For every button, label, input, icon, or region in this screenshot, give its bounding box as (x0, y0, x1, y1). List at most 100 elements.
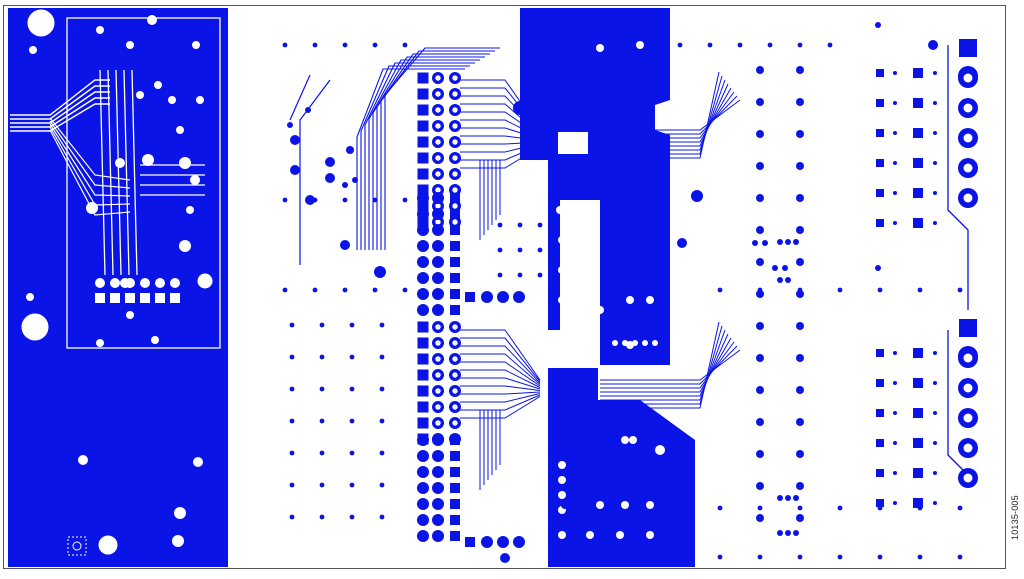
via (349, 482, 355, 488)
pour-clearance (179, 157, 191, 169)
trace (600, 99, 741, 131)
trace (600, 91, 735, 139)
pour-clearance-trace (49, 126, 131, 206)
pad-hole (435, 75, 441, 81)
via (797, 505, 803, 511)
trace (600, 337, 732, 393)
pour-clearance (596, 306, 604, 314)
pad (417, 72, 429, 84)
pad (417, 288, 429, 300)
copper-pour (8, 8, 228, 567)
trace (600, 87, 732, 143)
trace (360, 65, 470, 250)
pad-hole (452, 203, 458, 209)
via (793, 239, 799, 245)
pour-clearance (558, 236, 566, 244)
via (756, 226, 764, 234)
via (379, 354, 385, 360)
pad (893, 161, 897, 165)
trace (460, 337, 541, 382)
via (796, 66, 804, 74)
via (756, 386, 764, 394)
pour-clearance-trace (99, 69, 106, 276)
trace (364, 62, 475, 250)
pad (417, 104, 429, 116)
via (756, 514, 764, 522)
trace (460, 345, 541, 384)
pad (432, 192, 444, 204)
pad-hole (452, 91, 458, 97)
via (517, 272, 523, 278)
pad (417, 530, 429, 542)
pad (417, 224, 429, 236)
via (928, 40, 938, 50)
pad-hole (963, 473, 973, 483)
pad (465, 537, 475, 547)
trace (600, 83, 729, 147)
via (875, 22, 881, 28)
via (537, 222, 543, 228)
pad (417, 192, 429, 204)
pad-hole (435, 420, 441, 426)
pad (432, 482, 444, 494)
pour-clearance (95, 293, 105, 303)
pour-clearance (655, 445, 665, 455)
pour-clearance (142, 154, 154, 166)
via (957, 554, 963, 560)
via (374, 266, 386, 278)
pad-hole (452, 324, 458, 330)
pad-hole (435, 155, 441, 161)
pour-clearance (126, 41, 134, 49)
via (349, 322, 355, 328)
pad (417, 369, 429, 381)
pad-hole (452, 139, 458, 145)
pour-clearance (186, 206, 194, 214)
via (767, 42, 773, 48)
via (827, 42, 833, 48)
pad-hole (963, 353, 973, 363)
pad (893, 221, 897, 225)
trace (460, 141, 541, 145)
via (561, 501, 569, 509)
pad (417, 337, 429, 349)
pad-hole (452, 155, 458, 161)
pad-hole (435, 171, 441, 177)
pour-clearance (629, 436, 637, 444)
via (325, 173, 335, 183)
trace (368, 59, 480, 250)
pour-clearance (646, 531, 654, 539)
via (342, 42, 348, 48)
via (305, 107, 311, 113)
trace (460, 385, 541, 391)
pour-clearance (110, 293, 120, 303)
pad (513, 291, 525, 303)
via (372, 197, 378, 203)
via (796, 226, 804, 234)
pad (432, 256, 444, 268)
via (837, 505, 843, 511)
pour-clearance (170, 278, 180, 288)
trace (600, 79, 726, 151)
pad (417, 450, 429, 462)
via (402, 287, 408, 293)
pad (933, 191, 937, 195)
via (517, 247, 523, 253)
trace (460, 396, 541, 419)
pad-hole (963, 383, 973, 393)
pour-clearance (558, 476, 566, 484)
pour-clearance (170, 293, 180, 303)
trace (460, 95, 541, 134)
pad (893, 351, 897, 355)
via (796, 514, 804, 522)
pad-hole (963, 413, 973, 423)
trace (600, 329, 726, 401)
pad (432, 272, 444, 284)
trace (460, 329, 541, 381)
pour-clearance (168, 96, 176, 104)
via (793, 495, 799, 501)
via (717, 505, 723, 511)
pad-hole (963, 73, 973, 83)
via (340, 240, 350, 250)
pour-clearance (596, 501, 604, 509)
pad (959, 39, 977, 57)
